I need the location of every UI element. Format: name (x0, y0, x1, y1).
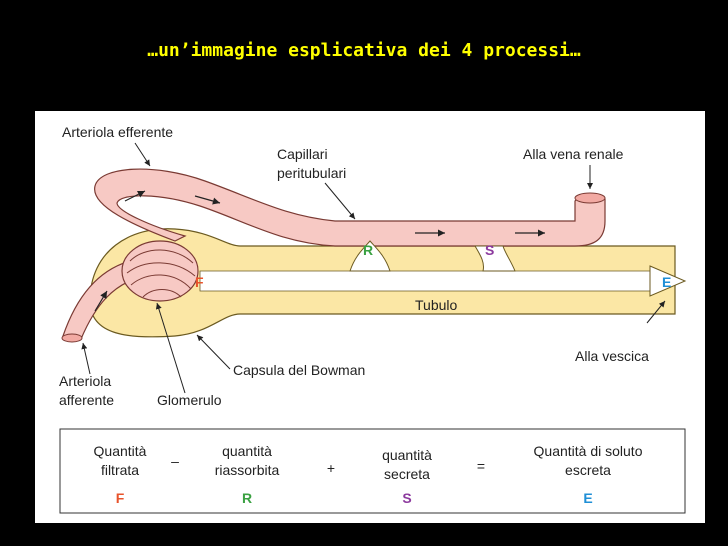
nephron-diagram: F R S E Arteriola efferente Capillari pe… (59, 124, 687, 514)
eq-op1: – (171, 453, 179, 469)
eq-term4-line2: escreta (565, 462, 611, 478)
eq-term2-line1: quantità (222, 443, 272, 459)
eq-letter-e: E (583, 490, 592, 506)
label-capillaries-1: Capillari (277, 146, 328, 162)
glomerulus (121, 240, 199, 302)
marker-e: E (662, 274, 671, 290)
pointer-lines (81, 142, 666, 394)
reabsorption-channel (349, 240, 391, 272)
afferent-opening (61, 333, 83, 343)
eq-op2: + (327, 460, 335, 476)
tubule-exit-arrow (649, 265, 687, 297)
label-bladder: Alla vescica (575, 348, 649, 364)
eq-term3-line1: quantità (382, 447, 432, 463)
marker-s: S (485, 242, 494, 258)
eq-op3: = (477, 458, 485, 474)
label-glomerulus: Glomerulo (157, 392, 222, 408)
eq-term1-line2: filtrata (101, 462, 139, 478)
label-bowman-capsule: Capsula del Bowman (233, 362, 365, 378)
marker-r: R (363, 242, 373, 258)
nephron-figure: F R S E Arteriola efferente Capillari pe… (35, 111, 705, 523)
efferent-arteriole (94, 168, 606, 247)
eq-term4-line1: Quantità di soluto (534, 443, 643, 459)
label-afferent-1: Arteriola (59, 373, 111, 389)
marker-f: F (195, 274, 204, 290)
secretion-channel (474, 245, 516, 272)
label-afferent-2: afferente (59, 392, 114, 408)
renal-vein-opening (574, 192, 606, 204)
label-renal-vein: Alla vena renale (523, 146, 624, 162)
label-tubule: Tubulo (415, 297, 458, 313)
label-capillaries-2: peritubulari (277, 165, 346, 181)
eq-term2-line2: riassorbita (215, 462, 280, 478)
label-efferent-arteriole: Arteriola efferente (62, 124, 173, 140)
eq-letter-s: S (402, 490, 411, 506)
eq-term1-line1: Quantità (94, 443, 147, 459)
flow-arrows (94, 190, 545, 312)
slide-title: …un’immagine esplicativa dei 4 processi… (147, 40, 581, 61)
eq-letter-f: F (116, 490, 125, 506)
equation: Quantità filtrata – quantità riassorbita… (94, 443, 643, 506)
equation-box (59, 428, 686, 514)
eq-term3-line2: secreta (384, 466, 430, 482)
tubule-lumen (199, 270, 656, 292)
eq-letter-r: R (242, 490, 252, 506)
